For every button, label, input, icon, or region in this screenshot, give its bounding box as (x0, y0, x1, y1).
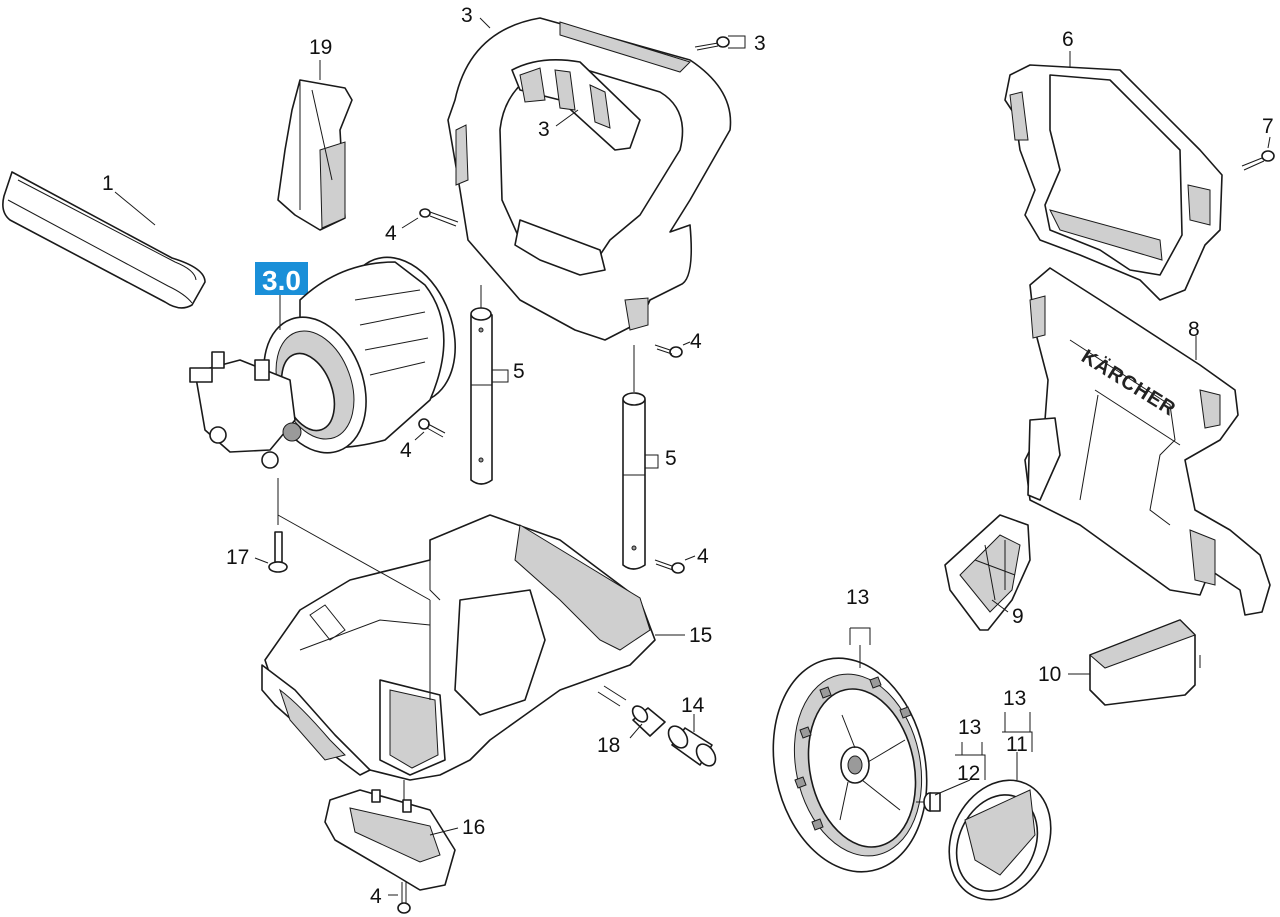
part-17-screw[interactable] (268, 478, 288, 573)
part-4-screw-c[interactable] (418, 418, 446, 438)
leader-7 (1267, 136, 1271, 149)
label-3b: 3 (754, 32, 766, 55)
leader-5a (492, 369, 509, 383)
part-11-hubcap[interactable] (930, 764, 1069, 917)
leader-9 (991, 599, 1009, 613)
label-3a: 3 (461, 4, 473, 27)
leader-18 (629, 723, 643, 739)
label-4c: 4 (400, 439, 412, 462)
part-16-foot[interactable] (324, 780, 456, 891)
part-9-bracket[interactable] (944, 514, 1031, 631)
label-9: 9 (1012, 605, 1024, 628)
leader-13a (849, 627, 871, 668)
part-4-screw-b[interactable] (654, 344, 683, 358)
label-3c: 3 (538, 118, 550, 141)
part-12-hub[interactable] (916, 792, 941, 812)
label-13b: 13 (958, 716, 981, 739)
label-7: 7 (1262, 115, 1274, 138)
label-4e: 4 (370, 885, 382, 908)
leader-13c (1004, 712, 1031, 732)
label-13a: 13 (846, 586, 869, 609)
label-4b: 4 (690, 330, 702, 353)
leader-16 (429, 827, 459, 836)
label-1: 1 (102, 172, 114, 195)
label-12: 12 (957, 762, 980, 785)
assembly-badge-text: 3.0 (262, 265, 301, 296)
part-18-axle-sleeve[interactable] (597, 685, 666, 737)
label-17: 17 (226, 546, 249, 569)
label-14: 14 (681, 694, 705, 717)
label-10: 10 (1038, 663, 1061, 686)
part-4-screw-a[interactable] (419, 208, 459, 227)
leader-13b (961, 742, 983, 755)
leader-17 (254, 557, 269, 564)
assembly-3-0[interactable]: 3.0 (189, 242, 475, 469)
part-19-clip[interactable] (277, 79, 353, 231)
leader-5b (645, 454, 659, 469)
part-1-strip[interactable] (2, 171, 206, 309)
part-6-upper-cover[interactable] (1004, 64, 1223, 301)
part-5-tube-a[interactable] (470, 285, 493, 485)
part-13-wheel[interactable] (754, 644, 946, 886)
part-7-screw[interactable] (1241, 150, 1275, 171)
assembly-badge (255, 262, 308, 295)
part-14-cap[interactable] (665, 723, 720, 770)
label-6: 6 (1062, 28, 1074, 51)
part-4-screw-e[interactable] (397, 882, 411, 914)
part-10-end-cap[interactable] (1089, 619, 1201, 706)
label-18: 18 (597, 734, 620, 757)
label-16: 16 (462, 816, 485, 839)
leader-3b-bracket (728, 35, 746, 49)
part-5-tube-b[interactable] (622, 345, 646, 570)
part-15-base-housing[interactable] (261, 514, 656, 781)
leader-11 (1002, 731, 1033, 780)
leader-4b (682, 341, 691, 346)
label-8: 8 (1188, 318, 1200, 341)
leader-3c (555, 109, 579, 127)
leader-1 (114, 191, 156, 226)
label-19: 19 (309, 36, 332, 59)
part-3-screw-top[interactable] (694, 36, 730, 51)
leader-3-0-to-base (277, 514, 431, 601)
leader-4c (414, 431, 425, 441)
leader-4d (684, 555, 696, 561)
label-4d: 4 (697, 545, 709, 568)
label-13c: 13 (1003, 687, 1026, 710)
part-4-screw-d[interactable] (654, 559, 685, 574)
leader-3a (479, 17, 491, 29)
part-8-front-cover[interactable]: KÄRCHER (1024, 267, 1271, 616)
label-5a: 5 (513, 360, 525, 383)
part-handle-frame[interactable] (447, 17, 732, 341)
label-11: 11 (1006, 733, 1028, 756)
label-5b: 5 (665, 447, 677, 470)
leader-12 (934, 754, 986, 796)
label-15: 15 (689, 624, 712, 647)
label-4a: 4 (385, 222, 397, 245)
leader-4a (401, 217, 419, 229)
